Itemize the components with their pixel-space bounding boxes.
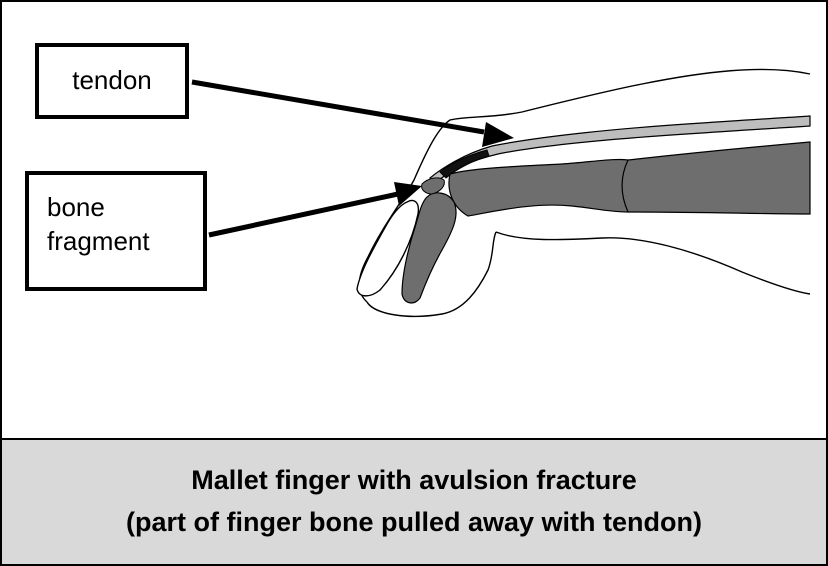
caption-line2: (part of finger bone pulled away with te… <box>126 502 702 544</box>
bone-fragment-label-line2: fragment <box>47 225 203 259</box>
bone-fragment-label-line1: bone <box>47 191 203 225</box>
caption-panel: Mallet finger with avulsion fracture (pa… <box>2 438 826 564</box>
tendon-leader-line <box>192 82 484 132</box>
tendon-label: tendon <box>72 64 152 98</box>
bone-fragment-label-box: bone fragment <box>25 171 207 291</box>
bone-fragment-leader-line <box>209 194 398 235</box>
finger-outline-bottom <box>496 232 810 294</box>
tendon-label-box: tendon <box>35 43 189 119</box>
finger-illustration: tendon bone fragment <box>2 2 826 438</box>
caption-line1: Mallet finger with avulsion fracture <box>191 460 637 502</box>
proximal-phalanx <box>622 142 810 214</box>
avulsed-bone-fragment <box>422 178 445 194</box>
middle-phalanx <box>449 159 633 216</box>
